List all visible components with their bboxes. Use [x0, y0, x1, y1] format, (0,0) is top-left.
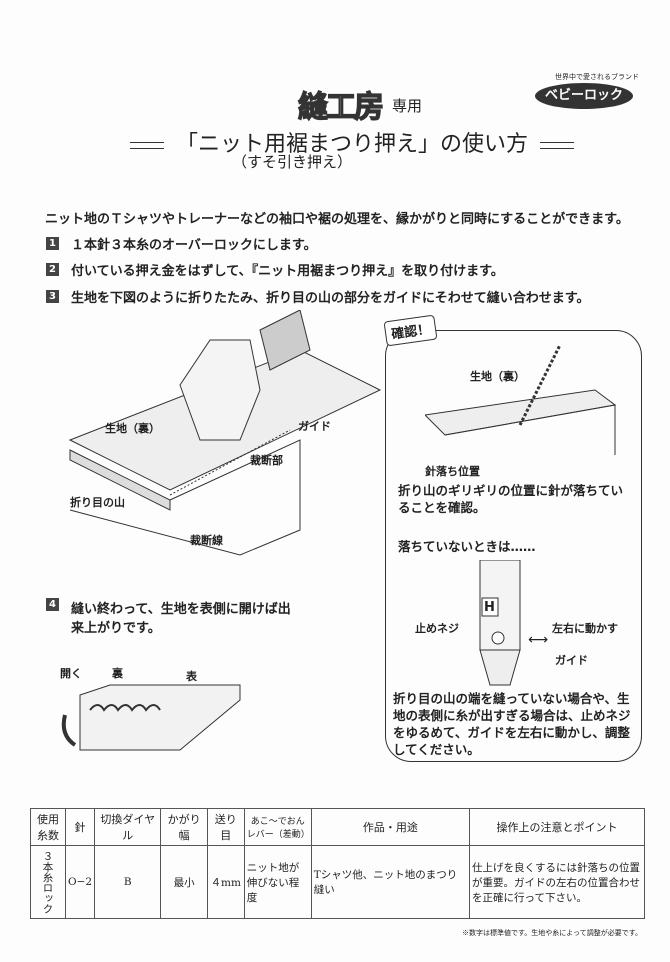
cell: ニット地が伸びない程度 [243, 845, 312, 919]
page-subtitle: （すそ引き押え） [232, 153, 353, 171]
step-text: １本針３本糸のオーバーロックにします。 [71, 238, 317, 253]
page-title: 「ニット用裾まつり押え」の使い方 [118, 126, 586, 158]
label-cut-part: 裁断部 [250, 454, 283, 467]
label-back-side: 裏 [112, 667, 123, 680]
col-header: 操作上の注意とポイント [469, 808, 645, 846]
needle-position-illustration [425, 345, 617, 455]
cell: 仕上げを良くするには針落ちの位置が重要。ガイドの左右の位置合わせを正確に行って下… [469, 845, 645, 919]
adjust-advice: 折り目の山の端を縫っていない場合や、生地の表側に糸が出すぎる場合は、止めネジをゆ… [393, 691, 631, 757]
label-set-screw: 止めネジ [415, 622, 459, 635]
cell: Tシャツ他、ニット地のまつり縫い [310, 845, 471, 919]
label-fold-peak: 折り目の山 [70, 496, 125, 509]
logo-suffix: 専用 [392, 97, 423, 115]
label-fabric-back-2: 生地（裏） [470, 370, 525, 383]
step-4: 4 縫い終わって、生地を表側に開けば出来上がりです。 [46, 598, 301, 636]
brand-logo: ベビーロック [535, 83, 633, 109]
label-open: 開く [60, 667, 82, 680]
col-header: 切換ダイヤル [94, 808, 162, 846]
step-number: 2 [46, 263, 59, 276]
cell: O−2 [64, 845, 96, 919]
step-2: 2 付いている押え金をはずして、『ニット用裾まつり押え』を取り付けます。 [46, 260, 504, 279]
col-header: かがり幅 [160, 808, 208, 846]
if-not-heading: 落ちていないときは…… [398, 539, 536, 554]
intro-text: ニット地のＴシャツやトレーナーなどの袖口や裾の処理を、縁かがりと同時にすることが… [45, 212, 629, 227]
step-text: 縫い終わって、生地を表側に開けば出来上がりです。 [71, 602, 291, 636]
table-header-row: 使用糸数 針 切換ダイヤル かがり幅 送り目 あこ〜でおんレバー（差動） 作品・… [30, 808, 645, 846]
confirm-note: 折り山のギリギリの位置に針が落ちていることを確認。 [398, 483, 624, 515]
label-needle-position: 針落ち位置 [425, 465, 480, 478]
col-header: 作品・用途 [310, 808, 471, 846]
step-number: 4 [46, 598, 59, 611]
finished-hem-illustration [61, 684, 241, 751]
col-header: 針 [64, 808, 96, 846]
cell: 最小 [160, 845, 208, 919]
col-header: 送り目 [206, 808, 245, 846]
col-header: 使用糸数 [30, 808, 66, 846]
left-right-arrow-icon: ⟷ [528, 632, 549, 648]
label-fabric-back: 生地（裏） [105, 422, 160, 435]
step-number: 1 [46, 237, 59, 250]
cell: ４mm [206, 845, 245, 919]
table-row: ３本糸ロック O−2 B 最小 ４mm ニット地が伸びない程度 Tシャツ他、ニッ… [30, 845, 645, 919]
confirm-panel [385, 330, 642, 762]
footnote: ※数字は標準値です。生地や糸によって調整が必要です。 [461, 929, 642, 937]
step-text: 生地を下図のように折りたたみ、折り目の山の部分をガイドにそわせて縫い合わせます。 [71, 291, 590, 306]
label-cut-line: 裁断線 [190, 534, 223, 547]
label-front-side: 表 [186, 670, 197, 683]
col-header: あこ〜でおんレバー（差動） [243, 808, 312, 846]
cell: ３本糸ロック [30, 845, 66, 919]
step-number: 3 [46, 290, 59, 303]
logo: 縫工房 [297, 89, 384, 125]
cell: B [94, 845, 162, 919]
label-guide: ガイド [298, 420, 331, 433]
settings-table: 使用糸数 針 切換ダイヤル かがり幅 送り目 あこ〜でおんレバー（差動） 作品・… [30, 808, 645, 919]
step-text: 付いている押え金をはずして、『ニット用裾まつり押え』を取り付けます。 [71, 264, 504, 279]
label-guide-2: ガイド [555, 654, 588, 667]
brand-tagline: 世界中で愛されるブランド [555, 73, 639, 81]
fold-diagram-illustration [68, 310, 382, 556]
label-move-left-right: 左右に動かす [552, 622, 618, 635]
step-1: 1 １本針３本糸のオーバーロックにします。 [46, 234, 317, 253]
foot-letter: H [484, 600, 495, 615]
step-3: 3 生地を下図のように折りたたみ、折り目の山の部分をガイドにそわせて縫い合わせます… [46, 287, 589, 306]
presser-foot-illustration [479, 560, 521, 686]
